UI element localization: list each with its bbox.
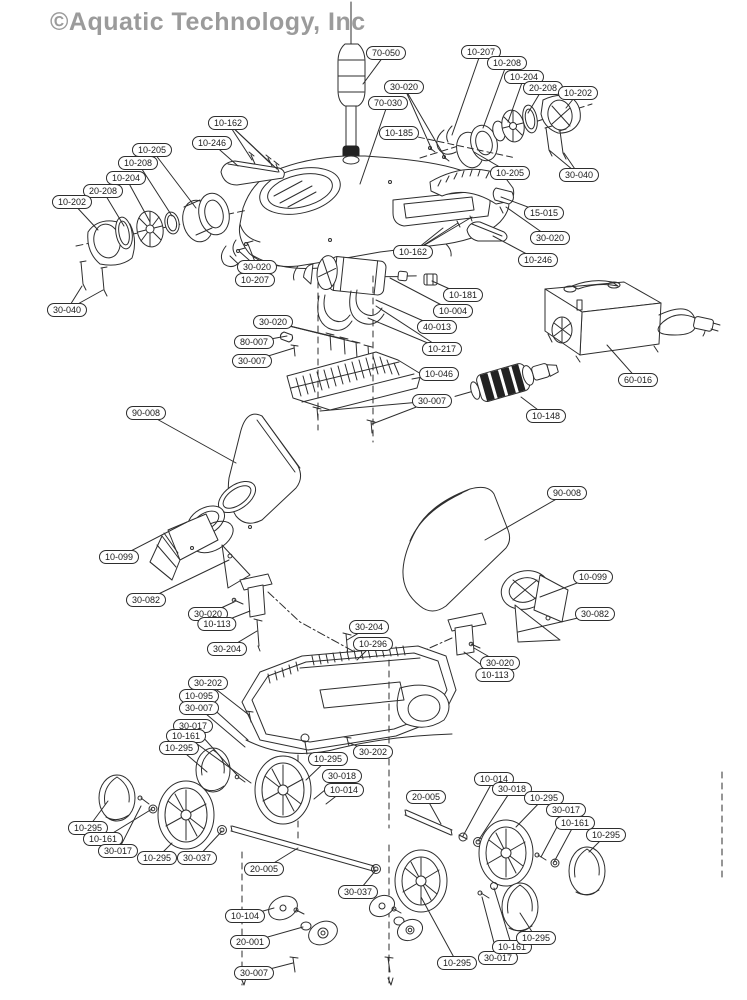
discharge-left-drawing bbox=[75, 192, 254, 297]
discharge-right-drawing bbox=[419, 94, 593, 169]
leader-line bbox=[137, 162, 173, 217]
leader-line bbox=[263, 847, 299, 870]
leader-line bbox=[403, 86, 433, 151]
leader-line bbox=[520, 396, 547, 417]
leader-line bbox=[431, 280, 464, 296]
leader-line bbox=[211, 142, 239, 167]
leader-line bbox=[198, 707, 246, 748]
leader-line bbox=[588, 834, 607, 853]
filter-bag-right-drawing bbox=[402, 486, 569, 643]
leader-line bbox=[540, 809, 567, 858]
leader-line bbox=[359, 102, 389, 185]
leader-line bbox=[216, 610, 251, 625]
caster-pair-left bbox=[240, 895, 338, 986]
leader-line bbox=[305, 758, 329, 781]
leader-line bbox=[484, 492, 568, 541]
leader-line bbox=[493, 887, 513, 948]
wheels-right-drawing bbox=[371, 809, 606, 932]
leader-line bbox=[375, 305, 443, 350]
leader-line bbox=[606, 344, 639, 381]
leader-line bbox=[507, 76, 525, 123]
leader-line bbox=[226, 630, 258, 650]
leader-line bbox=[229, 255, 256, 281]
leader-line bbox=[156, 842, 173, 859]
leader-line bbox=[348, 742, 374, 753]
leader-line bbox=[125, 177, 151, 223]
leader-line bbox=[462, 778, 495, 837]
leader-line bbox=[66, 289, 104, 311]
flap-right-drawing bbox=[466, 221, 508, 242]
leader-line bbox=[505, 206, 551, 239]
roller-drawing bbox=[454, 363, 559, 402]
leader-line bbox=[253, 962, 294, 974]
leader-line bbox=[313, 775, 343, 800]
leader-line bbox=[389, 277, 454, 312]
leader-line bbox=[420, 896, 458, 964]
leader-line bbox=[251, 347, 295, 362]
leader-line bbox=[207, 601, 235, 615]
leader-line bbox=[463, 651, 496, 676]
leader-line bbox=[367, 317, 443, 350]
flap-left-drawing bbox=[220, 151, 285, 186]
leader-line bbox=[477, 788, 513, 842]
leader-line bbox=[357, 869, 377, 893]
motor-drawing bbox=[279, 255, 438, 363]
wheels-left-drawing bbox=[98, 747, 375, 872]
leader-line bbox=[325, 789, 345, 805]
leader-line bbox=[515, 797, 545, 828]
leader-line bbox=[346, 626, 370, 641]
leader-line bbox=[145, 412, 237, 464]
bottom-grill-drawing bbox=[286, 351, 422, 434]
leader-line bbox=[71, 201, 99, 231]
leader-line bbox=[492, 235, 539, 261]
leader-line bbox=[375, 299, 438, 328]
filter-bag-left-drawing bbox=[149, 413, 302, 589]
leader-line bbox=[249, 926, 304, 943]
leader-line bbox=[371, 400, 433, 425]
watermark-text: ©Aquatic Technology, Inc bbox=[50, 8, 366, 36]
leader-line bbox=[473, 647, 501, 664]
bracket-right-drawing bbox=[342, 612, 487, 663]
leader-line bbox=[403, 86, 447, 160]
leader-line bbox=[481, 896, 499, 959]
leader-line bbox=[553, 822, 576, 863]
leader-line bbox=[198, 695, 249, 741]
power-supply-drawing bbox=[544, 280, 721, 363]
leader-line bbox=[362, 52, 387, 85]
leader-line bbox=[151, 149, 197, 209]
leader-line bbox=[451, 51, 482, 136]
bracket-left-drawing bbox=[231, 573, 363, 657]
leader-line bbox=[227, 122, 278, 170]
lower-body-drawing bbox=[241, 645, 457, 755]
leader-line bbox=[482, 62, 508, 129]
leader-line bbox=[527, 87, 544, 114]
